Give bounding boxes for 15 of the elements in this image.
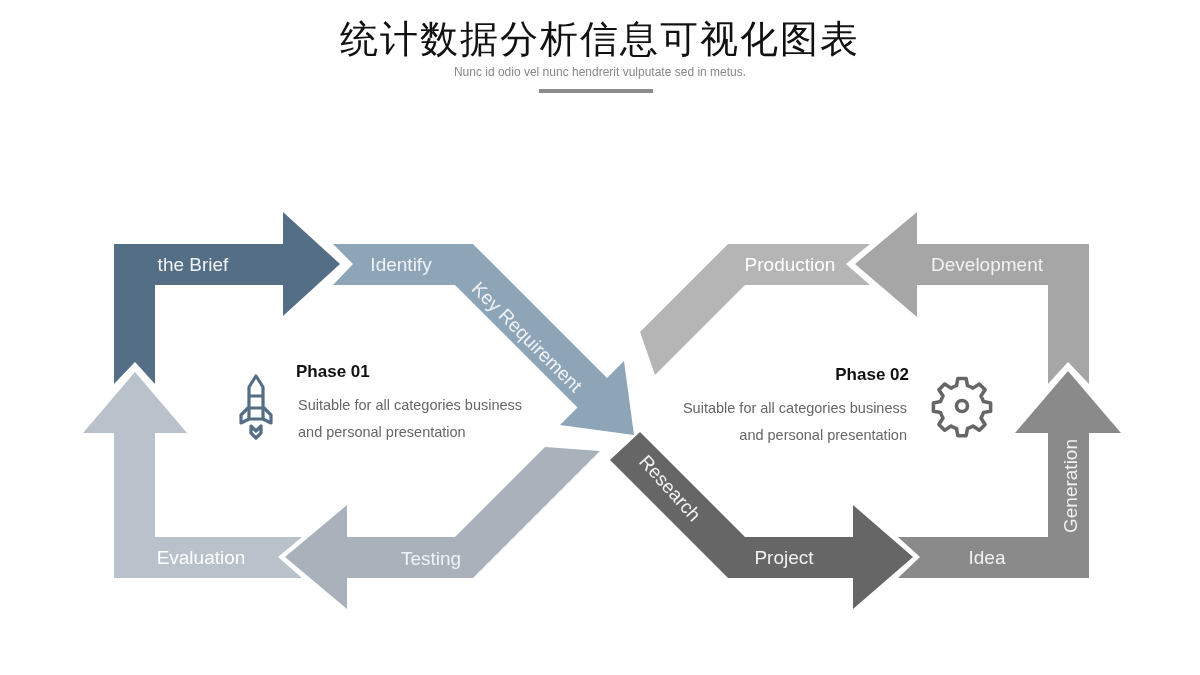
segment-label: Testing [400, 548, 462, 568]
segment-label: Evaluation [156, 547, 246, 567]
title: 统计数据分析信息可视化图表 [340, 16, 860, 63]
segment-label: the Brief [157, 254, 229, 274]
segment-label: Development [931, 254, 1043, 274]
subtitle: Nunc id odio vel nunc hendrerit vulputate sed in metus. [453, 65, 747, 79]
phase-heading: Phase 01 [296, 362, 370, 382]
segment-label: Generation [1060, 439, 1080, 533]
segment-label: Production [744, 254, 836, 274]
phase-description: Suitable for all categories business and personal presentation [298, 396, 524, 442]
segment-label: Idea [968, 547, 1006, 567]
phase-description: Suitable for all categories business and personal presentation [681, 399, 907, 445]
segment-label: Identify [370, 254, 432, 274]
phase-heading: Phase 02 [835, 365, 909, 385]
segment-label: Project [754, 547, 814, 567]
